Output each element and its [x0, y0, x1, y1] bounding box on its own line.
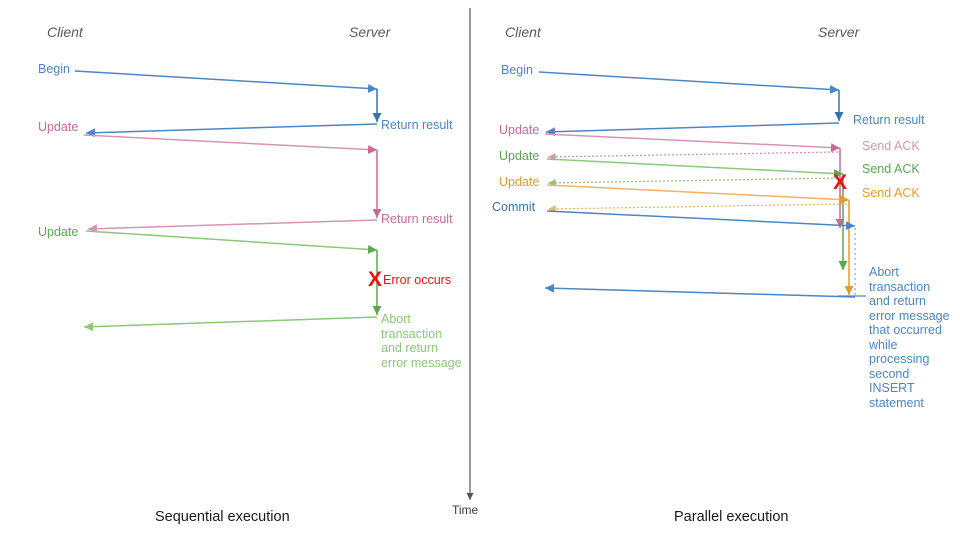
arrow-return-result-right	[545, 122, 840, 137]
left-msg-return-result-2: Return result	[381, 212, 453, 226]
left-client-actor-label: Client	[47, 24, 83, 40]
right-msg-send-ack-3: Send ACK	[862, 186, 920, 200]
right-msg-commit: Commit	[492, 200, 536, 214]
right-panel-caption: Parallel execution	[674, 509, 789, 525]
right-msg-update-1: Update	[499, 123, 540, 137]
left-msg-return-result-1: Return result	[381, 118, 453, 132]
left-msg-abort: Abort transaction and return error messa…	[381, 312, 462, 370]
right-msg-send-ack-2: Send ACK	[862, 162, 920, 176]
arrow-begin-right	[538, 71, 840, 94]
arrow-begin-left	[74, 70, 378, 93]
left-msg-update-2: Update	[38, 225, 79, 239]
right-msg-update-2: Update	[499, 149, 540, 163]
left-msg-update-1: Update	[38, 120, 79, 134]
right-panel-arrows	[538, 71, 866, 298]
arrow-update-1-left	[83, 134, 378, 155]
right-client-actor-label: Client	[505, 24, 541, 40]
right-server-actor-label: Server	[818, 24, 860, 40]
arrow-return-result-2-left	[87, 219, 378, 234]
right-msg-update-3: Update	[499, 175, 540, 189]
arrow-update-1-right	[544, 133, 841, 153]
left-panel-arrows	[74, 70, 382, 332]
right-msg-abort: Abort transaction and return error messa…	[869, 265, 950, 410]
arrow-abort-right	[544, 283, 856, 298]
arrow-send-ack-3-right	[547, 203, 848, 213]
time-axis-label: Time	[452, 503, 479, 517]
arrow-update-2-left	[85, 230, 378, 254]
arrow-commit-right	[546, 210, 856, 231]
left-server-actor-label: Server	[349, 24, 391, 40]
right-msg-begin: Begin	[501, 63, 533, 77]
arrow-abort-left	[83, 316, 378, 332]
left-msg-begin: Begin	[38, 62, 70, 76]
right-error-x-icon: X	[833, 171, 848, 194]
left-msg-error-occurs: Error occurs	[383, 273, 452, 287]
arrow-send-ack-1-right	[547, 151, 839, 161]
left-error-x-icon: X	[368, 268, 383, 291]
right-msg-send-ack-1: Send ACK	[862, 139, 920, 153]
arrow-return-result-1-left	[85, 123, 378, 138]
arrow-update-3-right	[546, 184, 850, 205]
right-msg-return-result: Return result	[853, 113, 925, 127]
arrow-send-ack-2-right	[547, 177, 842, 187]
arrow-update-2-right	[546, 158, 844, 179]
left-panel-caption: Sequential execution	[155, 509, 290, 525]
